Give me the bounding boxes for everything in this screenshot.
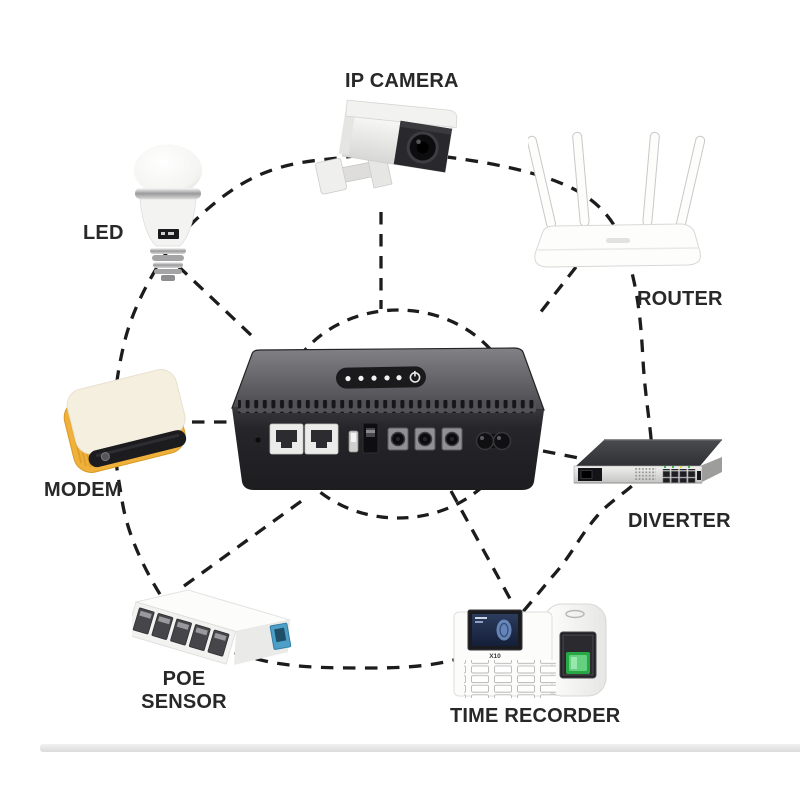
- router-illustration: [528, 131, 707, 268]
- outer-dashed-loop: [112, 150, 654, 670]
- ups-round-power-ports: [475, 431, 512, 451]
- ip-camera-label: IP CAMERA: [345, 70, 459, 92]
- camera-wall-plate: [315, 158, 347, 195]
- recorder-fingerprint-sensor: [566, 652, 590, 674]
- poe-sensor-label-line2: SENSOR: [141, 691, 227, 713]
- link-ups-to-time-recorder: [449, 490, 516, 607]
- bulb-body: [139, 198, 197, 247]
- link-poe-to-ups: [183, 495, 308, 588]
- diverter-top: [576, 440, 722, 466]
- modem-indicator: [100, 452, 110, 462]
- diverter-label: DIVERTER: [628, 510, 731, 532]
- power-icon: [409, 370, 421, 383]
- router-antennas: [528, 131, 707, 230]
- bottom-divider-bar: [40, 744, 800, 752]
- ip-camera-illustration: [315, 99, 458, 195]
- link-router-to-ups: [534, 265, 578, 320]
- camera-sunshade: [345, 99, 458, 128]
- poe-sensor-label: POE SENSOR: [134, 668, 234, 714]
- modem-label: MODEM: [44, 479, 122, 501]
- diverter-vent-grid: [634, 468, 656, 480]
- bulb-dome: [134, 144, 202, 196]
- central-ups-illustration: [231, 347, 545, 490]
- recorder-keypad: [464, 660, 556, 698]
- router-label: ROUTER: [637, 288, 723, 310]
- router-logo: [606, 238, 630, 243]
- diverter-ethernet-ports: [662, 469, 696, 483]
- time-recorder-illustration: X10: [453, 603, 607, 698]
- poe-sensor-label-line1: POE: [162, 668, 206, 690]
- poe-ethernet-ports: [132, 607, 230, 657]
- ups-led-dots: [345, 375, 402, 382]
- diverter-right-side: [700, 457, 722, 483]
- bulb-screw-base: [150, 248, 186, 281]
- recorder-speaker: [565, 609, 585, 619]
- poe-sensor-illustration: [132, 589, 292, 665]
- recorder-model-label: X10: [489, 653, 501, 660]
- ups-toggle-switch: [348, 430, 359, 453]
- ups-reset-hole: [255, 437, 261, 443]
- diverter-psu-module: [578, 468, 602, 481]
- led-label: LED: [83, 222, 124, 244]
- router-body: [534, 223, 701, 268]
- ups-usb-port: [362, 422, 379, 454]
- modem-illustration: [63, 369, 187, 473]
- diverter-uplink-port: [697, 471, 701, 480]
- diverter-illustration: [573, 439, 722, 484]
- diverter-port-leds: [664, 466, 690, 468]
- link-ups-to-diverter: [542, 449, 585, 461]
- led-bulb-illustration: [134, 144, 202, 281]
- link-led-to-ups: [176, 264, 254, 338]
- bulb-collar: [135, 188, 201, 199]
- time-recorder-label: TIME RECORDER: [450, 705, 621, 727]
- ups-dc-ports: [387, 427, 463, 451]
- ups-indicator-panel: [335, 366, 426, 389]
